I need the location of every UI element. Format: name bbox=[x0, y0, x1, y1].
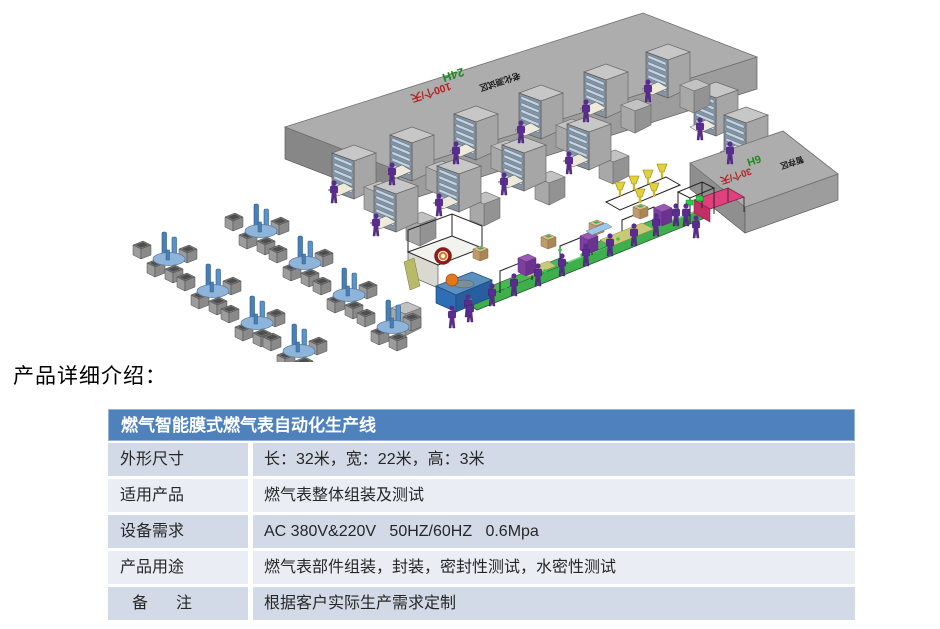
orange-fixture-disc bbox=[445, 273, 459, 287]
table-row: 设备需求 AC 380V&220V 50HZ/60HZ 0.6Mpa bbox=[108, 515, 855, 548]
table-row: 产品用途 燃气表部件组装，封装，密封性测试，水密性测试 bbox=[108, 551, 855, 584]
table-row: 外形尺寸 长：32米，宽：22米，高：3米 bbox=[108, 443, 855, 476]
spec-table-header: 燃气智能膜式燃气表自动化生产线 bbox=[108, 409, 855, 441]
production-line-illustration: 24H 100个/天 老化测试区 6H 30个/天 暂存区 bbox=[0, 12, 839, 362]
spec-row-value: AC 380V&220V 50HZ/60HZ 0.6Mpa bbox=[248, 515, 855, 548]
production-line-svg: 24H 100个/天 老化测试区 6H 30个/天 暂存区 bbox=[0, 12, 839, 362]
spec-row-value: 根据客户实际生产需求定制 bbox=[248, 587, 855, 620]
spec-row-value: 燃气表整体组装及测试 bbox=[248, 479, 855, 512]
table-row: 备 注 根据客户实际生产需求定制 bbox=[108, 587, 855, 620]
spec-row-value: 燃气表部件组装，封装，密封性测试，水密性测试 bbox=[248, 551, 855, 584]
purple-machine bbox=[517, 253, 537, 277]
meter-cart-cluster bbox=[263, 324, 327, 362]
parts-crate bbox=[632, 203, 649, 220]
packing-table bbox=[693, 187, 745, 223]
spec-row-label: 设备需求 bbox=[120, 523, 185, 540]
parts-crate bbox=[472, 245, 489, 262]
spec-table: 燃气智能膜式燃气表自动化生产线 外形尺寸 长：32米，宽：22米，高：3米 适用… bbox=[108, 409, 855, 623]
hopper-feeder-bank bbox=[604, 163, 682, 211]
table-row: 适用产品 燃气表整体组装及测试 bbox=[108, 479, 855, 512]
buffer-duration-label: 6H bbox=[745, 152, 762, 168]
aging-duration-label: 24H bbox=[441, 65, 466, 85]
spec-row-label: 适用产品 bbox=[120, 487, 185, 504]
spec-row-label: 备 注 bbox=[132, 595, 199, 612]
parts-crate bbox=[540, 233, 557, 250]
buffer-platform: 6H 30个/天 暂存区 bbox=[689, 130, 839, 234]
seal-ring bbox=[434, 247, 452, 265]
spec-row-value: 长：32米，宽：22米，高：3米 bbox=[248, 443, 855, 476]
spec-row-label: 产品用途 bbox=[120, 559, 185, 576]
spec-row-label: 外形尺寸 bbox=[120, 451, 185, 468]
section-title: 产品详细介绍： bbox=[13, 364, 167, 388]
